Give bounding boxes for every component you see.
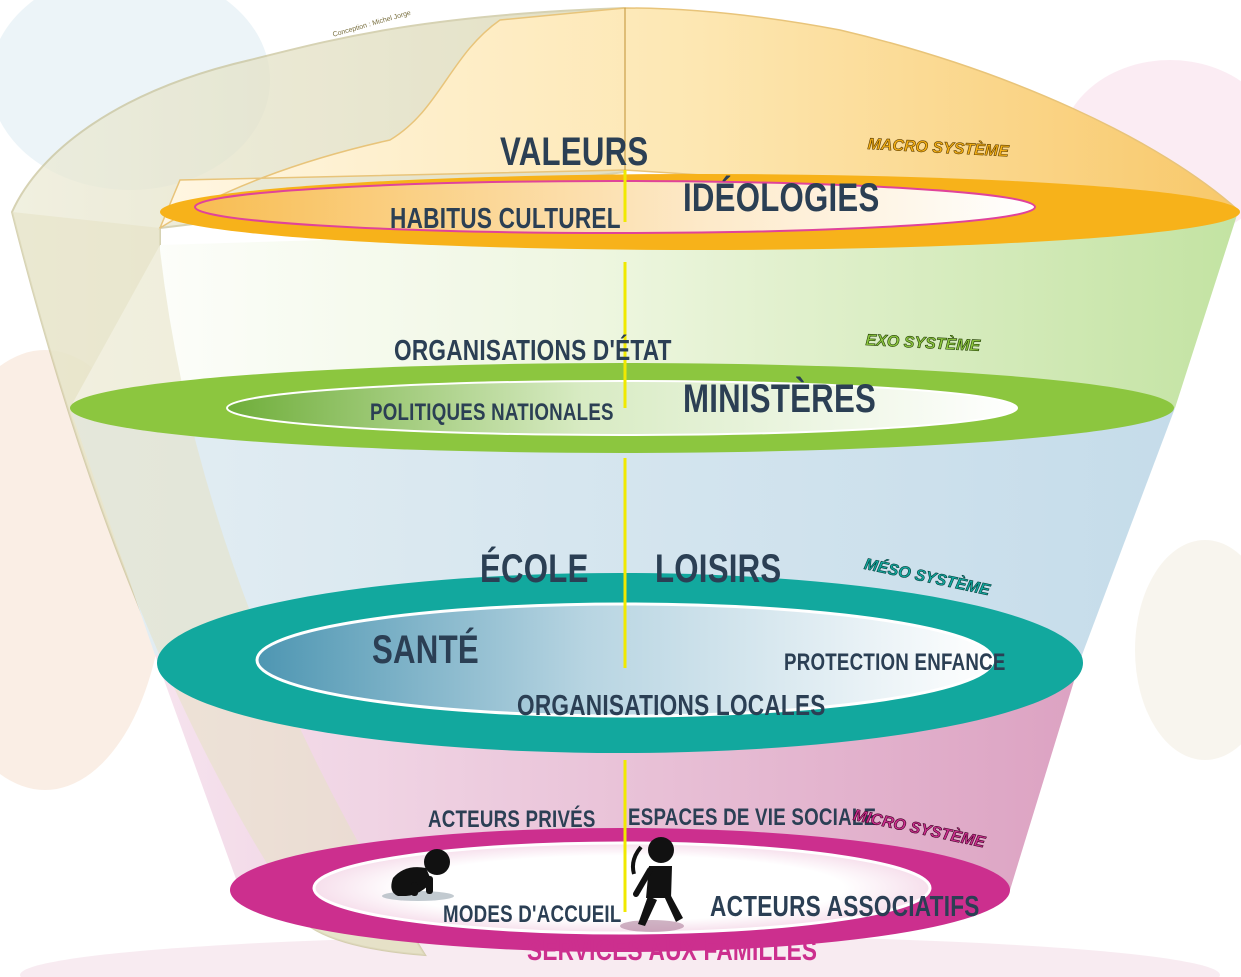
macro-dome — [158, 7, 1241, 230]
acteurs-prives-label: ACTEURS PRIVÉS — [428, 806, 596, 833]
sante-label: SANTÉ — [372, 628, 479, 672]
habitus-label: HABITUS CULTUREL — [390, 203, 621, 235]
walking-child-icon — [620, 837, 684, 932]
exo-ring-inner — [226, 380, 1018, 436]
micro-ring-inner — [312, 841, 932, 935]
politiques-label: POLITIQUES NATIONALES — [370, 399, 614, 426]
crawling-baby-icon — [382, 849, 454, 901]
ministeres-label: MINISTÈRES — [683, 377, 877, 421]
loisirs-label: LOISIRS — [655, 547, 782, 591]
espaces-vie-sociale-label: ESPACES DE VIE SOCIALE — [628, 804, 877, 831]
modes-accueil-label: MODES D'ACCUEIL — [443, 901, 622, 928]
ideologies-label: IDÉOLOGIES — [683, 176, 880, 220]
exo-band — [70, 212, 1238, 408]
acteurs-associatifs-label: ACTEURS ASSOCIATIFS — [710, 891, 980, 923]
organisations-etat-label: ORGANISATIONS D'ÉTAT — [394, 335, 672, 367]
organisations-locales-label: ORGANISATIONS LOCALES — [517, 690, 826, 722]
ecole-label: ÉCOLE — [480, 547, 589, 591]
valeurs-label: VALEURS — [500, 130, 649, 174]
services-aux-familles-label: SERVICES AUX FAMILLES — [527, 935, 818, 967]
macro-ring-inner — [194, 180, 1036, 234]
protection-enfance-label: PROTECTION ENFANCE — [784, 649, 1006, 676]
